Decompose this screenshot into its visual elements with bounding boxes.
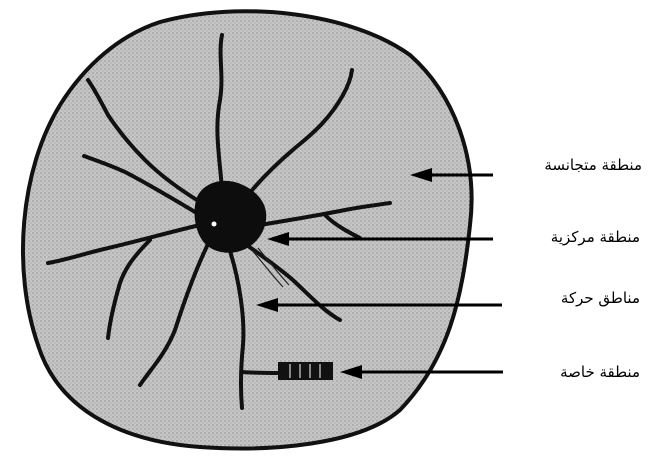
label-central-zone: منطقة مركزية <box>551 230 640 245</box>
branch-to-special <box>242 372 278 373</box>
core-dot <box>212 222 217 227</box>
label-motion-zones: مناطق حركة <box>561 291 640 306</box>
special-zone <box>278 362 333 380</box>
label-special-zone: منطقة خاصة <box>560 365 640 380</box>
label-homogeneous-zone: منطقة متجانسة <box>544 158 642 173</box>
